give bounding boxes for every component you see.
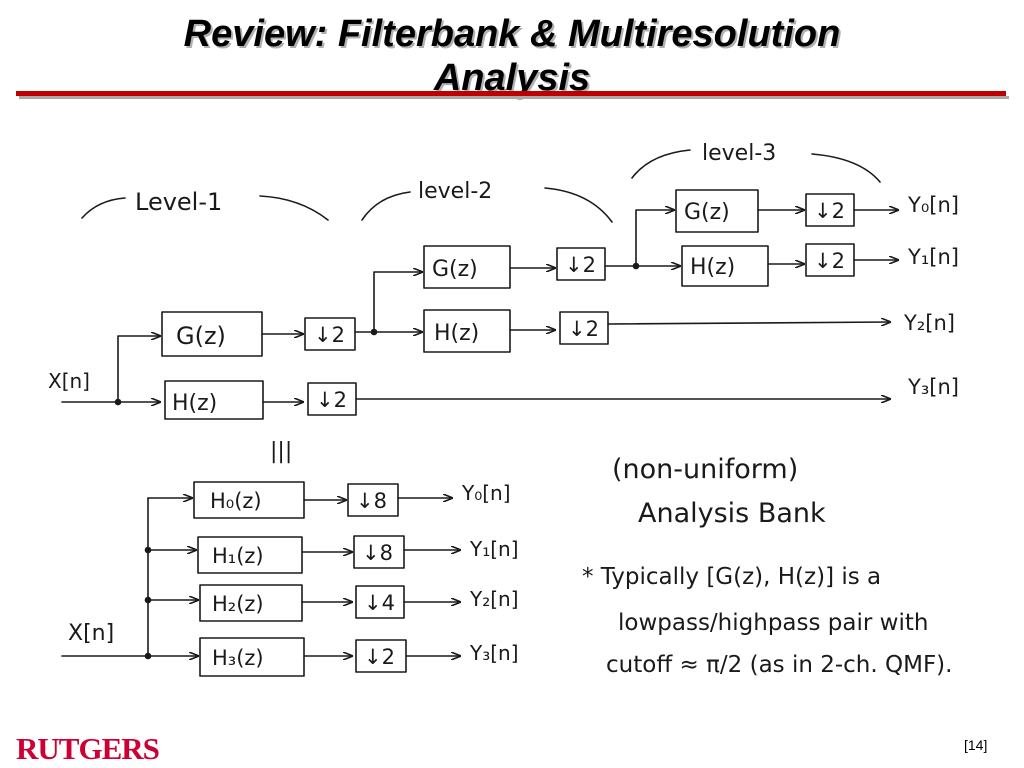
tree-output-y3: Y₃[n] [907, 375, 959, 399]
l2-g-down-label: ↓2 [565, 253, 596, 277]
note-typically: * Typically [G(z), H(z)] is a [582, 564, 881, 590]
l2-h-label: H(z) [434, 321, 479, 346]
note-cutoff: cutoff ≈ π/2 (as in 2-ch. QMF). [606, 652, 952, 678]
l1-h-label: H(z) [172, 391, 217, 416]
bank-d3-label: ↓2 [364, 645, 395, 669]
l1-h-down-label: ↓2 [316, 388, 347, 412]
tree-output-y0: Y₀[n] [907, 193, 959, 217]
l2-g-box [423, 245, 511, 289]
title-line-1: Review: Filterbank & Multiresolution [183, 13, 841, 55]
level1-label: Level-1 [135, 188, 222, 216]
bank-d2-label: ↓4 [364, 591, 395, 615]
slide-title: Review: Filterbank & Multiresolution Ana… [0, 12, 1024, 100]
bank-h2-label: H₂(z) [212, 592, 264, 616]
l3-h-label: H(z) [690, 255, 735, 280]
tree-input-label: X[n] [48, 369, 90, 393]
l3-g-box [675, 189, 759, 233]
l1-g-down-label: ↓2 [314, 323, 345, 347]
l2-g-down-box [556, 247, 606, 281]
bank-out-y1: Y₁[n] [469, 537, 519, 561]
tree-split-1 [117, 336, 160, 403]
level3-label: level-3 [702, 141, 776, 166]
bank-h1-box [197, 536, 303, 574]
level2-brace [361, 187, 613, 223]
bank-h3-box [199, 637, 305, 677]
l1-g-down-box [304, 317, 356, 351]
bank-d1-label: ↓8 [362, 541, 393, 565]
l2-h-box [423, 309, 511, 353]
tree-split-2 [373, 272, 422, 333]
bank-h3-label: H₃(z) [212, 646, 264, 670]
level1-brace [81, 195, 329, 221]
equivalence-mark: ||| [270, 439, 292, 464]
bank-out-y3: Y₃[n] [469, 641, 519, 665]
note-lowpass-highpass: lowpass/highpass pair with [618, 610, 928, 636]
level3-brace [631, 149, 881, 183]
l3-g-label: G(z) [684, 200, 730, 225]
l3-g-down-label: ↓2 [814, 199, 845, 223]
note-non-uniform: (non-uniform) [612, 454, 798, 485]
page-number: [14] [964, 737, 988, 753]
l3-h-box [681, 245, 769, 287]
bank-d0-label: ↓8 [356, 489, 387, 513]
l2-h-down-label: ↓2 [568, 317, 599, 341]
note-analysis-bank: Analysis Bank [638, 498, 826, 529]
tree-output-y2: Y₂[n] [903, 311, 955, 335]
l1-h-box [164, 380, 264, 420]
bank-out-y0: Y₀[n] [461, 481, 511, 505]
tree-output-y1: Y₁[n] [907, 245, 959, 269]
l2-h-down-box [559, 311, 609, 345]
l2-g-label: G(z) [432, 257, 478, 282]
bank-out-y2: Y₂[n] [469, 587, 519, 611]
bank-input-label: X[n] [68, 621, 114, 646]
l3-h-down-label: ↓2 [814, 249, 845, 273]
rutgers-logo: RUTGERS [16, 731, 160, 766]
bank-d1-box [353, 535, 405, 569]
bank-h0-label: H₀(z) [210, 489, 262, 513]
bank-h2-box [199, 584, 303, 622]
tree-split-3 [635, 210, 674, 267]
l1-g-label: G(z) [176, 322, 226, 350]
title-rule [16, 91, 1006, 96]
level2-label: level-2 [418, 179, 492, 204]
bank-d0-box [347, 483, 399, 517]
bank-h1-label: H₁(z) [212, 544, 264, 568]
title-rule-shadow [19, 96, 1009, 99]
